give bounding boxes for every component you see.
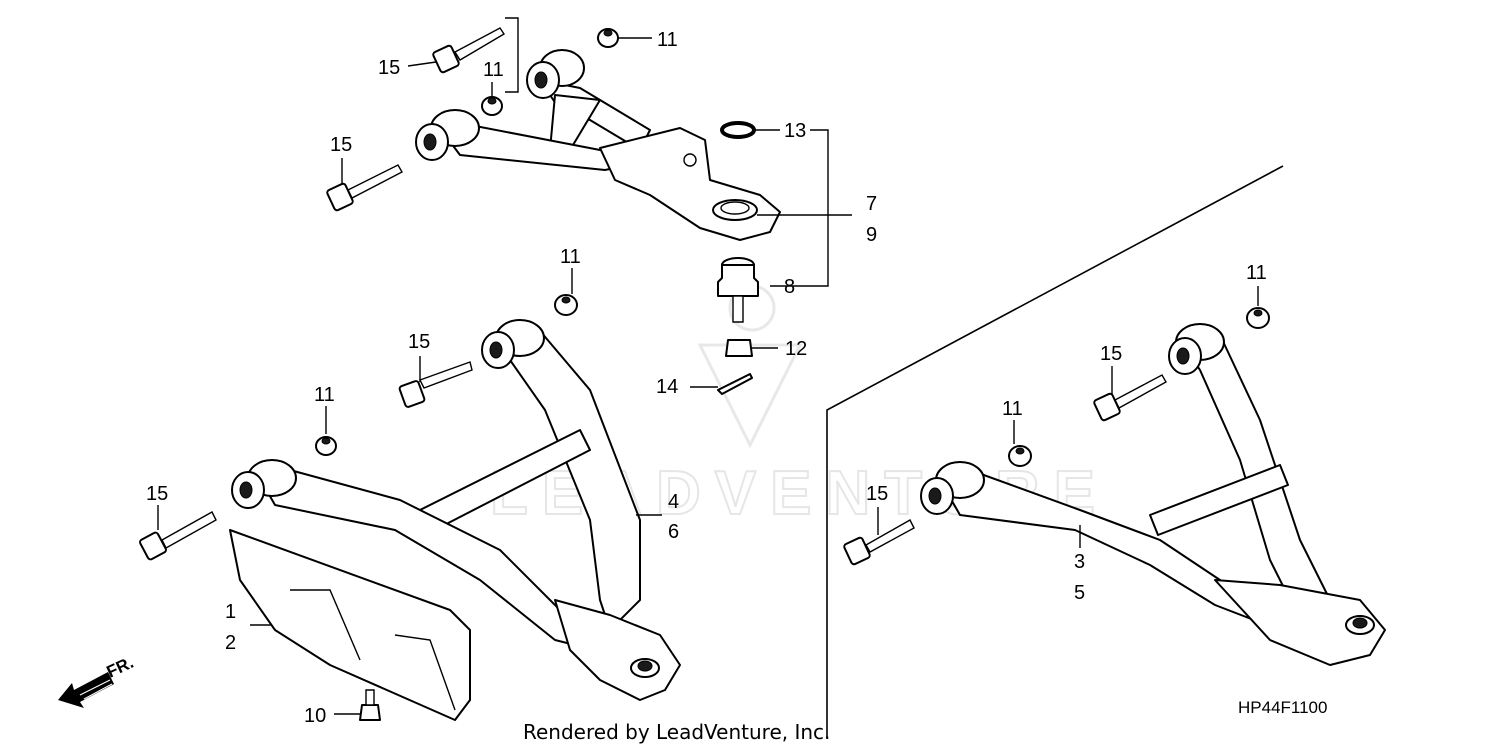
cotter-pin-14[interactable] xyxy=(717,373,753,395)
callout-9: 9 xyxy=(866,224,877,246)
callout-11-left: 11 xyxy=(314,384,335,406)
callout-7: 7 xyxy=(866,193,877,215)
callout-8: 8 xyxy=(784,276,795,298)
callout-13: 13 xyxy=(784,120,806,142)
section-divider xyxy=(826,165,1284,738)
bolt-upper-15[interactable] xyxy=(326,164,403,212)
upper-arm-top[interactable] xyxy=(415,49,781,241)
nut-left-11[interactable] xyxy=(315,436,337,456)
callout-5: 5 xyxy=(1074,582,1085,604)
callout-2: 2 xyxy=(225,632,236,654)
ball-joint-8[interactable] xyxy=(717,257,759,323)
leader-lines xyxy=(157,17,1259,715)
callout-11-mid: 11 xyxy=(560,246,581,268)
callout-15-right: 15 xyxy=(866,483,888,505)
lower-arm-right[interactable] xyxy=(920,323,1386,666)
nut-mid-11[interactable] xyxy=(554,294,578,316)
bolt-10[interactable] xyxy=(359,689,381,721)
callout-15-mid: 15 xyxy=(408,331,430,353)
arrow-icon xyxy=(58,672,114,708)
bolt-mid-15[interactable] xyxy=(398,361,473,408)
callout-3: 3 xyxy=(1074,551,1085,573)
callout-15-left: 15 xyxy=(146,483,168,505)
nut-right-mid-11[interactable] xyxy=(1008,445,1032,467)
bolt-left-15[interactable] xyxy=(139,511,217,561)
castle-nut-12[interactable] xyxy=(725,339,753,357)
callout-15-right-top: 15 xyxy=(1100,343,1122,365)
front-direction-arrow: FR. xyxy=(58,653,137,708)
bolt-top-15[interactable] xyxy=(432,27,505,74)
nut-top-mid-11[interactable] xyxy=(481,96,503,116)
callout-12: 12 xyxy=(785,338,807,360)
callout-15-upper: 15 xyxy=(330,134,352,156)
callout-14: 14 xyxy=(656,376,678,398)
nut-top-right-11[interactable] xyxy=(597,28,619,48)
callout-11-top-mid: 11 xyxy=(483,59,504,81)
lower-arm-left[interactable] xyxy=(229,319,681,721)
callout-11-right: 11 xyxy=(1246,262,1267,284)
rendered-by-credit: Rendered by LeadVenture, Inc. xyxy=(523,720,830,744)
nut-right-11[interactable] xyxy=(1246,307,1270,329)
callout-10: 10 xyxy=(304,705,326,727)
callout-6: 6 xyxy=(668,521,679,543)
callout-1: 1 xyxy=(225,601,236,623)
callout-11-right-mid: 11 xyxy=(1002,398,1023,420)
callout-11-top-right: 11 xyxy=(657,29,678,51)
callout-4: 4 xyxy=(668,491,679,513)
diagram-code: HP44F1100 xyxy=(1238,698,1327,717)
bolt-right-top-15[interactable] xyxy=(1093,374,1167,422)
callout-15-top: 15 xyxy=(378,57,400,79)
callouts: 15 11 11 15 13 7 9 8 11 12 14 15 11 15 4… xyxy=(146,29,1267,727)
bolt-right-15[interactable] xyxy=(843,519,915,566)
snap-ring-13[interactable] xyxy=(720,121,756,139)
